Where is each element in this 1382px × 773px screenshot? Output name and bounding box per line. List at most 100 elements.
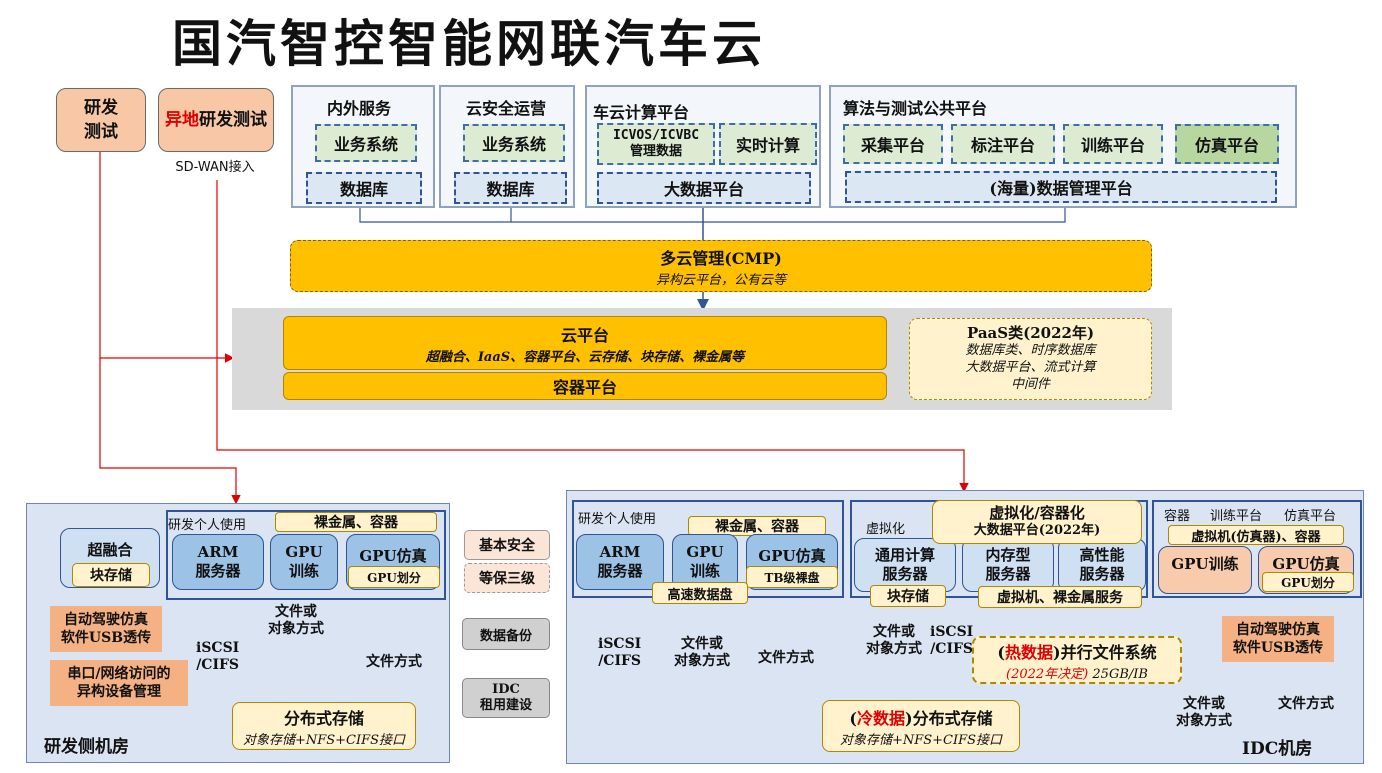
page-title: 国汽智控智能网联汽车云: [172, 15, 766, 73]
idc-gpusim-label: GPU仿真: [758, 547, 826, 565]
vc-line2: 大数据平台(2022年): [973, 523, 1101, 538]
rd-test-label: 研发测试: [84, 98, 118, 142]
idc-gpu-line1: GPU: [686, 543, 724, 561]
biz-system-box: 业务系统: [463, 124, 565, 162]
gpu-sim-label: GPU仿真: [359, 547, 427, 565]
file-mode-label: 文件方式: [366, 654, 422, 670]
bigdata-platform-box: 大数据平台: [597, 172, 811, 204]
cold-rest: )分布式存储: [905, 708, 993, 728]
parallel-fs-box: (热数据)并行文件系统 (2022年决定) 25GB/IB: [972, 636, 1182, 684]
cold-sub: 对象存储+NFS+CIFS接口: [839, 732, 1003, 748]
data-mgmt-box: (海量)数据管理平台: [845, 171, 1277, 203]
block-storage-box: 块存储: [72, 563, 150, 587]
cloud-title: 云平台: [560, 325, 609, 345]
idc-arm-line2: 服务器: [597, 562, 643, 580]
idc-usb-line2: 软件USB透传: [1232, 640, 1324, 656]
remote-prefix: 异地: [165, 110, 199, 130]
pfs-hot: 热数据: [1004, 642, 1053, 662]
idc-fo2-line1: 文件或: [873, 624, 915, 640]
database-box: 数据库: [306, 172, 422, 204]
train-platform-box: 训练平台: [1063, 124, 1163, 164]
container-label: 容器: [1164, 509, 1191, 524]
rd-test-box: 研发测试: [56, 88, 146, 152]
gpu-partition-box: GPU划分: [348, 566, 440, 588]
idc-usb-line1: 自动驾驶仿真: [1236, 622, 1320, 638]
icvos-box: ICVOS/ICVBC 管理数据: [597, 123, 715, 165]
idc-fo-label: 文件或对象方式: [674, 636, 730, 670]
idc-iscsi-label: iSCSI/CIFS: [598, 636, 641, 670]
container-platform-box: 容器平台: [283, 372, 887, 400]
iscsi-line2: /CIFS: [196, 657, 240, 673]
idc-iscsi-line2: /CIFS: [598, 653, 642, 669]
mem-line1: 内存型: [985, 546, 1031, 564]
hpc-line1: 高性能: [1079, 546, 1125, 564]
idc-room-label: IDC机房: [1242, 739, 1313, 759]
paas-line1: 数据库类、时序数据库: [965, 343, 1096, 358]
idc-fo3-line1: 文件或: [1183, 696, 1225, 712]
hpc-server-box: 高性能服务器: [1058, 538, 1146, 592]
idc-file-label: 文件方式: [758, 650, 814, 666]
idc-fo-label-2: 文件或对象方式: [866, 624, 922, 658]
cloud-sub: 超融合、IaaS、容器平台、云存储、块存储、裸金属等: [425, 349, 745, 365]
gpu-train-box-idc: GPU训练: [1158, 546, 1252, 594]
general-compute-box: 通用计算服务器: [854, 538, 956, 592]
serial-line1: 串口/网络访问的: [67, 666, 171, 682]
iscsi-label: iSCSI/CIFS: [196, 640, 239, 674]
rd-personal-group: [166, 510, 446, 600]
idc-baremetal-box: 裸金属、容器: [688, 516, 826, 536]
train-label: 训练平台: [1210, 509, 1263, 524]
icvos-line2: 管理数据: [629, 144, 682, 159]
usb-passthrough-box: 自动驾驶仿真软件USB透传: [50, 606, 162, 652]
rd-room-label: 研发侧机房: [44, 737, 129, 757]
panel-title: 云安全运营: [466, 99, 547, 118]
panel-title: 内外服务: [327, 99, 392, 118]
paas-line2: 大数据平台、流式计算: [965, 360, 1096, 375]
tb-disk-box: TB级裸盘: [746, 566, 838, 588]
cmp-bar: 多云管理(CMP) 异构云平台，公有云等: [290, 240, 1152, 292]
pfs-spec: 25GB/IB: [1092, 666, 1148, 682]
remote-test-box: 异地研发测试: [158, 88, 274, 152]
idc-gpu-line2: 训练: [689, 562, 720, 580]
idc-line2: 租用建设: [479, 698, 532, 713]
fo-line1: 文件或: [275, 604, 317, 620]
usb-line2: 软件USB透传: [60, 630, 152, 646]
sdwan-label: SD-WAN接入: [175, 160, 255, 175]
pfs-rest: )并行文件系统: [1053, 642, 1157, 662]
collect-platform-box: 采集平台: [843, 124, 943, 164]
vc-line1: 虚拟化/容器化: [989, 504, 1085, 522]
basic-security-box: 基本安全: [464, 530, 550, 560]
vm-baremetal-box: 虚拟机、裸金属服务: [978, 586, 1142, 608]
arm-line2: 服务器: [195, 562, 241, 580]
pfs-year: (2022年决定): [1006, 666, 1089, 682]
panel-algorithm-test: 算法与测试公共平台 采集平台 标注平台 训练平台 仿真平台 (海量)数据管理平台: [829, 85, 1297, 208]
idc-iscsi2-line1: iSCSI: [930, 624, 974, 640]
serial-device-box: 串口/网络访问的异构设备管理: [50, 660, 188, 706]
label-platform-box: 标注平台: [951, 124, 1055, 164]
hpc-line2: 服务器: [1079, 565, 1125, 583]
idc-fo-label-3: 文件或对象方式: [1176, 696, 1232, 730]
idc-iscsi-label-2: iSCSI/CIFS: [930, 624, 973, 658]
file-object-label: 文件或对象方式: [268, 604, 324, 638]
fast-disk-box: 高速数据盘: [652, 582, 748, 604]
idc-usb-box: 自动驾驶仿真软件USB透传: [1222, 616, 1334, 662]
cloud-platform-box: 云平台 超融合、IaaS、容器平台、云存储、块存储、裸金属等: [283, 316, 887, 370]
cold-storage-box: (冷数据)分布式存储 对象存储+NFS+CIFS接口: [822, 700, 1020, 752]
panel-title: 算法与测试公共平台: [843, 99, 988, 118]
cmp-sub: 异构云平台，公有云等: [655, 272, 786, 288]
gen-line1: 通用计算: [874, 546, 935, 564]
gpu-line2: 训练: [288, 562, 319, 580]
database-box: 数据库: [454, 172, 567, 204]
sim-label: 仿真平台: [1284, 509, 1337, 524]
idc-fo3-line2: 对象方式: [1176, 713, 1232, 729]
dist-sub: 对象存储+NFS+CIFS接口: [242, 732, 406, 748]
usb-line1: 自动驾驶仿真: [64, 612, 148, 628]
remote-suffix: 研发测试: [199, 110, 267, 130]
panel-security-ops: 云安全运营 业务系统 数据库: [439, 85, 575, 208]
idc-fo-line1: 文件或: [681, 636, 723, 652]
vm-simulator-box: 虚拟机(仿真器)、容器: [1168, 525, 1344, 545]
